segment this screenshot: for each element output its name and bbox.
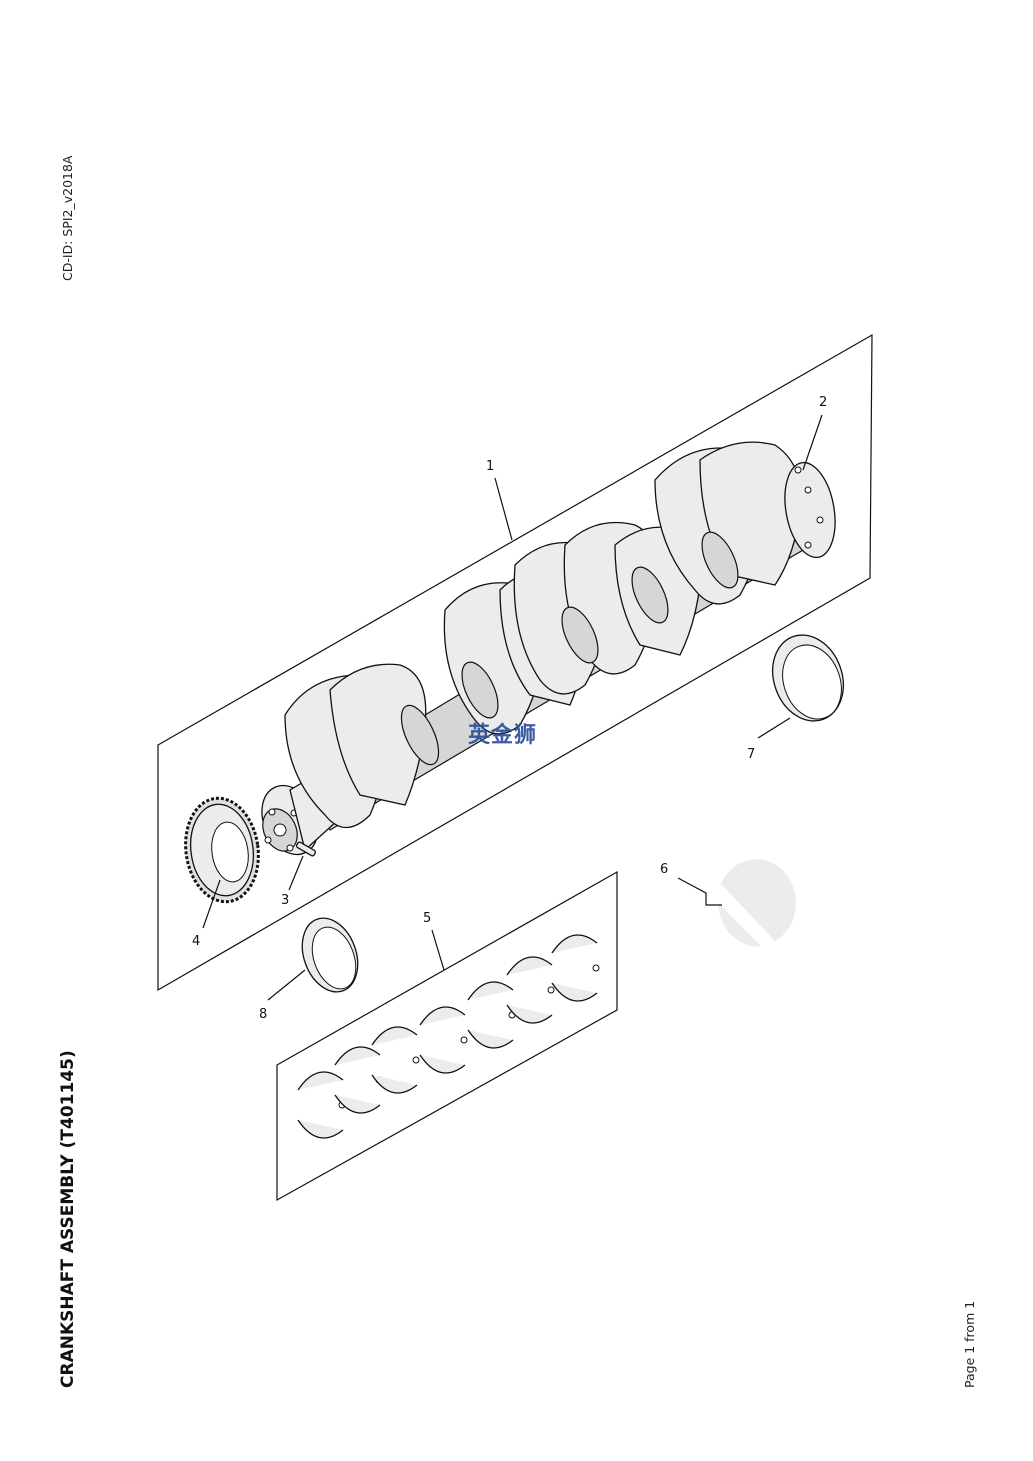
leader-3	[288, 855, 304, 891]
thrust-washers	[718, 859, 796, 947]
leader-6	[677, 877, 722, 906]
callout-2: 2	[819, 395, 827, 410]
bearing-shells-group-frame	[276, 870, 618, 1202]
leader-4	[202, 879, 221, 929]
callout-3: 3	[281, 893, 289, 908]
callout-6: 6	[660, 862, 668, 877]
ring-8	[301, 917, 359, 993]
callout-8: 8	[259, 1007, 267, 1022]
callout-4: 4	[192, 934, 200, 949]
flange	[784, 461, 836, 559]
leader-1	[494, 477, 513, 541]
callout-7: 7	[747, 747, 755, 762]
leader-8	[267, 969, 306, 1001]
watermark-logo: 英金狮	[468, 723, 538, 748]
callout-5: 5	[423, 911, 431, 926]
dowel-pin	[295, 841, 317, 857]
ring-7	[772, 634, 844, 722]
leader-7	[757, 717, 791, 739]
leader-5	[431, 929, 445, 971]
bearing-shells	[297, 934, 600, 1139]
callout-1: 1	[486, 459, 494, 474]
crankshaft-gear	[184, 796, 260, 904]
crankshaft	[261, 441, 836, 856]
crankshaft-group-frame	[157, 333, 873, 992]
leader-2	[802, 414, 823, 471]
